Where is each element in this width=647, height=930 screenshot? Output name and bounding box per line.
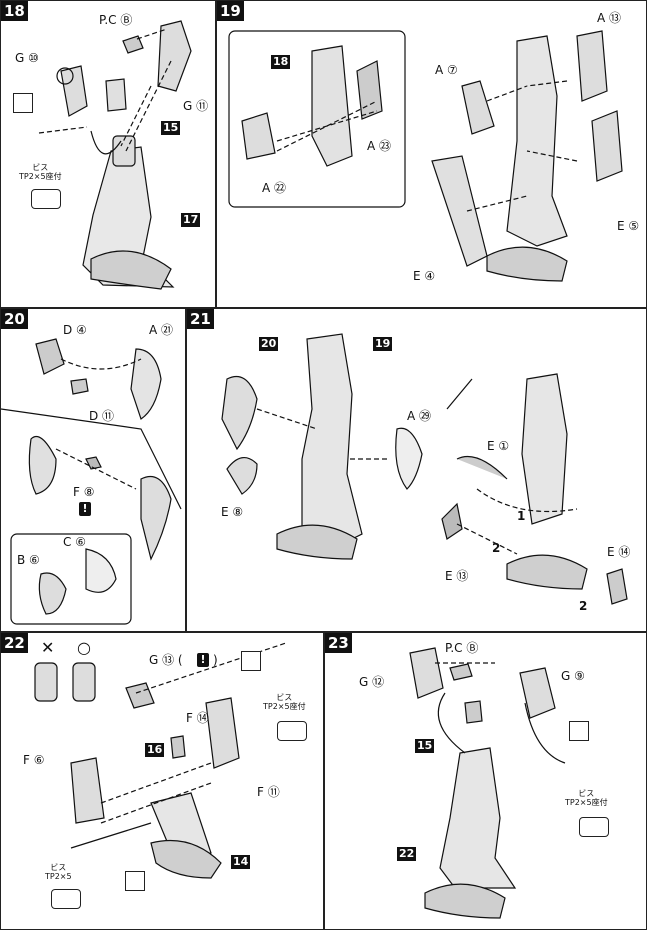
screwdriver-icon bbox=[569, 721, 589, 741]
screw-spec: ビス TP2×5座付 bbox=[565, 789, 608, 807]
step-marker-2b: 2 bbox=[579, 599, 588, 613]
label-e14: E ⑭ bbox=[607, 545, 631, 559]
step-number: 18 bbox=[1, 1, 28, 21]
step-23-panel: 23 P.C Ⓑ G ⑫ G ⑨ 15 22 ビス TP2×5座付 bbox=[324, 632, 647, 930]
step-21-panel: 21 20 19 A ㉙ E ⑧ bbox=[186, 308, 647, 632]
step-18-illustration bbox=[38, 20, 192, 290]
correct-mark: ○ bbox=[77, 638, 91, 657]
part-tag-19: 19 bbox=[373, 337, 393, 351]
screw-spec: ビス TP2×5座付 bbox=[263, 693, 306, 711]
part-tag-20: 20 bbox=[259, 337, 279, 351]
label-pcb: P.C Ⓑ bbox=[445, 641, 479, 655]
screw-spec: ビス TP2×5座付 bbox=[19, 163, 62, 181]
label-g12: G ⑫ bbox=[359, 675, 385, 689]
label-f11: F ⑪ bbox=[257, 785, 280, 799]
label-e5: E ⑤ bbox=[617, 219, 640, 233]
warning-icon: ! bbox=[197, 653, 209, 667]
label-a29: A ㉙ bbox=[407, 409, 432, 423]
step-20-panel: 20 D ④ A ㉑ D ⑪ F ⑧ ! B ⑥ C ⑥ bbox=[0, 308, 186, 632]
screw-icon bbox=[277, 721, 307, 741]
step-22-panel: 22 ✕ ○ G ⑬ ( ! ) ビス TP2×5座付 F bbox=[0, 632, 324, 930]
label-g9: G ⑨ bbox=[561, 669, 585, 683]
label-e1: E ① bbox=[487, 439, 510, 453]
screw-icon bbox=[579, 817, 609, 837]
label-e4: E ④ bbox=[413, 269, 436, 283]
label-f8: F ⑧ bbox=[73, 485, 95, 499]
step-number: 22 bbox=[1, 633, 28, 653]
label-g11: G ⑪ bbox=[183, 99, 209, 113]
step-19-panel: 19 18 A ㉓ A ㉒ A bbox=[216, 0, 647, 308]
label-f6: F ⑥ bbox=[23, 753, 45, 767]
label-b6: B ⑥ bbox=[17, 553, 40, 567]
step-20-illustration bbox=[1, 338, 182, 625]
part-tag-22: 22 bbox=[397, 847, 417, 861]
screwdriver-icon bbox=[13, 93, 33, 113]
label-e13: E ⑬ bbox=[445, 569, 469, 583]
part-tag-17: 17 bbox=[181, 213, 201, 227]
part-tag-15: 15 bbox=[415, 739, 435, 753]
step-number: 21 bbox=[187, 309, 214, 329]
screw-spec-2: ビス TP2×5 bbox=[45, 863, 72, 881]
screw-icon-2 bbox=[51, 889, 81, 909]
wrong-mark: ✕ bbox=[41, 638, 55, 657]
step-marker-1: 1 bbox=[517, 509, 526, 523]
label-d11: D ⑪ bbox=[89, 409, 115, 423]
step-23-illustration bbox=[409, 647, 566, 919]
warning-icon: ! bbox=[79, 502, 91, 516]
step-number: 23 bbox=[325, 633, 352, 653]
step-21-illustration bbox=[221, 333, 628, 605]
step-22-illustration bbox=[34, 642, 287, 879]
part-tag-14: 14 bbox=[231, 855, 251, 869]
label-c6: C ⑥ bbox=[63, 535, 86, 549]
part-tag-18: 18 bbox=[271, 55, 291, 69]
label-e8: E ⑧ bbox=[221, 505, 244, 519]
screwdriver-icon-2 bbox=[125, 871, 145, 891]
step-19-illustration bbox=[228, 30, 623, 282]
step-number: 19 bbox=[217, 1, 244, 21]
label-close-paren: ) bbox=[213, 653, 218, 667]
step-marker-2: 2 bbox=[492, 541, 501, 555]
part-tag-15: 15 bbox=[161, 121, 181, 135]
label-f14: F ⑭ bbox=[186, 711, 209, 725]
label-a7: A ⑦ bbox=[435, 63, 458, 77]
label-a22: A ㉒ bbox=[262, 181, 287, 195]
step-number: 20 bbox=[1, 309, 28, 329]
screwdriver-icon bbox=[241, 651, 261, 671]
label-g13: G ⑬ ( bbox=[149, 653, 183, 667]
label-d4: D ④ bbox=[63, 323, 87, 337]
screw-icon bbox=[31, 189, 61, 209]
label-g10: G ⑩ bbox=[15, 51, 39, 65]
label-a13: A ⑬ bbox=[597, 11, 622, 25]
label-a23: A ㉓ bbox=[367, 139, 392, 153]
part-tag-16: 16 bbox=[145, 743, 165, 757]
label-pcb: P.C Ⓑ bbox=[99, 13, 133, 27]
label-a21: A ㉑ bbox=[149, 323, 174, 337]
step-18-panel: 18 P.C Ⓑ G ⑩ G ⑪ 15 17 ビス TP2× bbox=[0, 0, 216, 308]
